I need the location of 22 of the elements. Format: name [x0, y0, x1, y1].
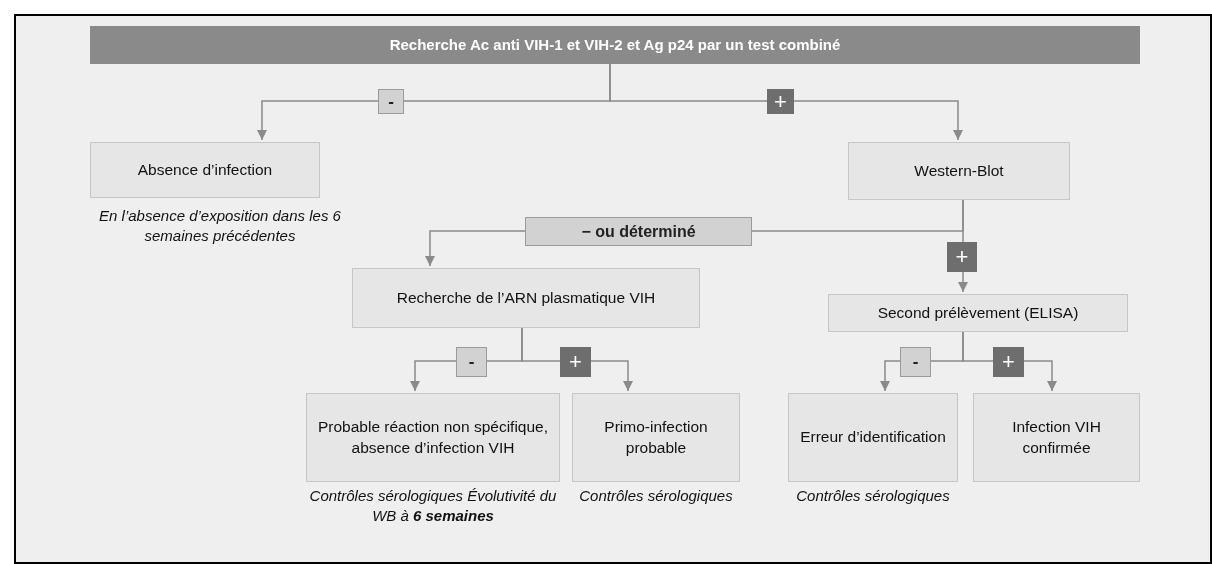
process-box: Probable réaction non spécifique, absence d’infection VIH: [306, 393, 560, 482]
process-box: Recherche de l’ARN plasmatique VIH: [352, 268, 700, 328]
note-text: Contrôles sérologiques: [578, 486, 734, 506]
process-box: Infection VIH confirmée: [973, 393, 1140, 482]
process-box: Second prélèvement (ELISA): [828, 294, 1128, 332]
edge-label: -: [456, 347, 487, 377]
header-bar: Recherche Ac anti VIH-1 et VIH-2 et Ag p24 par un test combiné: [90, 26, 1140, 64]
edge-label: -: [900, 347, 931, 377]
note-text: En l’absence d’exposition dans les 6 semaines précédentes: [98, 206, 342, 247]
process-box: Absence d’infection: [90, 142, 320, 198]
process-box: Primo-infection probable: [572, 393, 740, 482]
arrow: [609, 63, 963, 141]
edge-label: -: [378, 89, 404, 114]
edge-label: +: [767, 89, 794, 114]
process-box: Erreur d’identification: [788, 393, 958, 482]
edge-label: +: [560, 347, 591, 377]
note-text: Contrôles sérologiques: [795, 486, 951, 506]
edge-label: − ou déterminé: [525, 217, 752, 246]
edge-label: +: [993, 347, 1024, 377]
note-text: Contrôles sérologiques Évolutivité du WB à 6 semaines: [308, 486, 558, 527]
process-box: Western-Blot: [848, 142, 1070, 200]
edge-label: +: [947, 242, 977, 272]
